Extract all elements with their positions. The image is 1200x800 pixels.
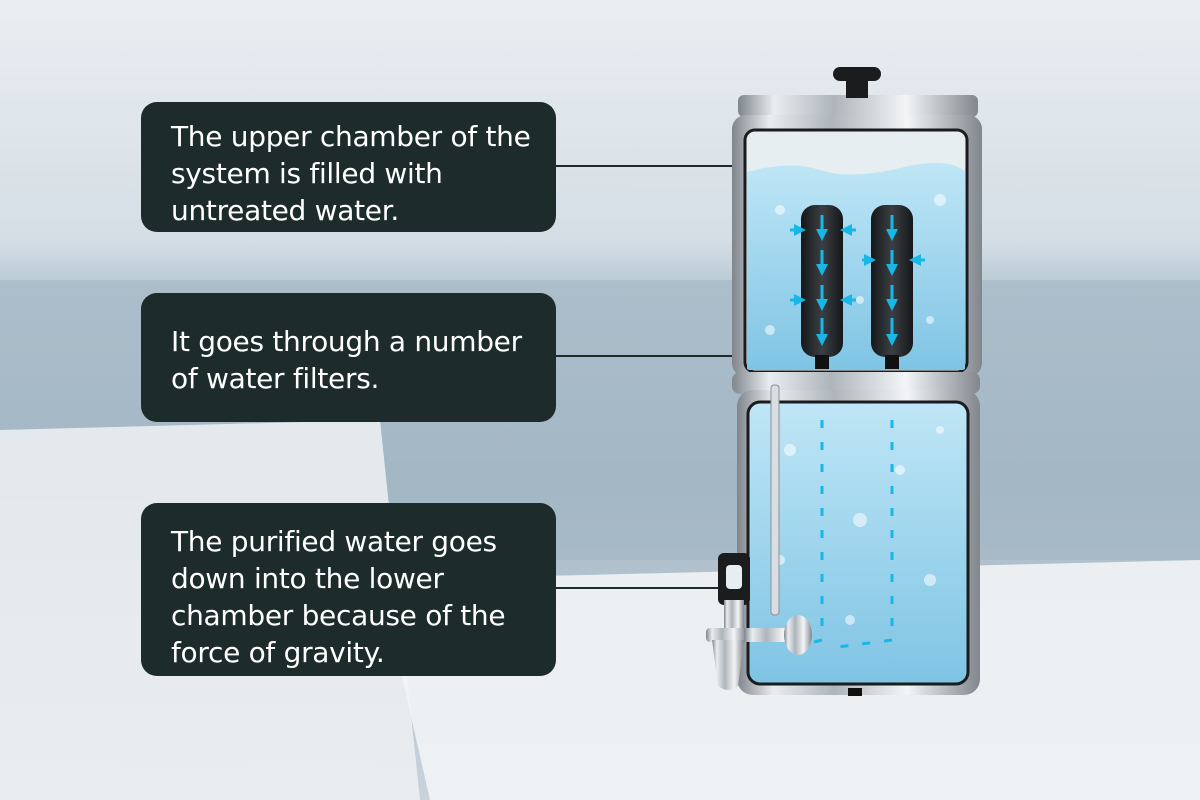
- callout-lower-chamber: The purified water goes down into the lo…: [141, 503, 556, 676]
- callout-upper-chamber: The upper chamber of the system is fille…: [141, 102, 556, 232]
- flow-arrow-lower: [789, 420, 894, 650]
- callout-upper-chamber-text: The upper chamber of the system is fille…: [171, 120, 531, 227]
- filter-left: [801, 205, 843, 369]
- faucet-icon: [706, 553, 812, 690]
- callout-lower-chamber-text: The purified water goes down into the lo…: [171, 525, 506, 669]
- callout-filters-text: It goes through a number of water filter…: [171, 325, 522, 395]
- lid: [738, 67, 978, 117]
- filter-right: [871, 205, 913, 369]
- chamber-ring: [732, 372, 980, 394]
- bubbles: [765, 194, 946, 625]
- upper-chamber: [732, 115, 982, 377]
- flow-arrow-icon: [790, 215, 925, 346]
- lid-knob-icon: [833, 67, 881, 81]
- callout-filters: It goes through a number of water filter…: [141, 293, 556, 422]
- sight-tube: [770, 384, 780, 616]
